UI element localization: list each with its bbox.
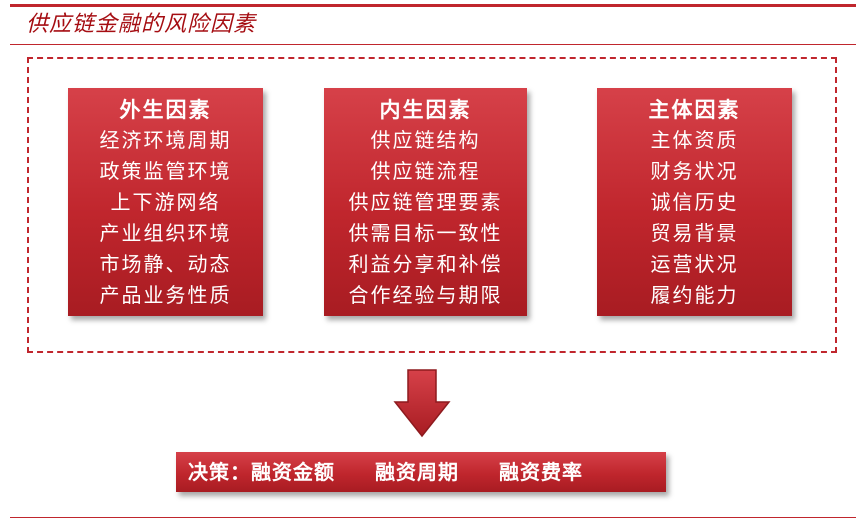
page-title: 供应链金融的风险因素	[26, 12, 257, 37]
box-item: 利益分享和补偿	[348, 252, 503, 276]
box-item: 经济环境周期	[99, 128, 232, 152]
box-item: 供需目标一致性	[348, 221, 503, 245]
subject-factors-box: 主体因素 主体资质 财务状况 诚信历史 贸易背景 运营状况 履约能力	[597, 88, 792, 316]
box-item: 供应链结构	[370, 128, 481, 152]
box-title: 内生因素	[379, 97, 472, 122]
risk-factors-frame	[27, 57, 837, 353]
box-item: 政策监管环境	[99, 159, 232, 183]
box-item: 财务状况	[650, 159, 739, 183]
decision-bar: 决策：融资金额 融资周期 融资费率	[176, 452, 666, 492]
box-item: 运营状况	[650, 252, 739, 276]
box-item: 供应链管理要素	[348, 190, 503, 214]
decision-item: 融资周期	[375, 460, 459, 484]
bottom-divider	[10, 517, 856, 518]
box-item: 诚信历史	[650, 190, 739, 214]
down-arrow-icon	[393, 369, 451, 438]
decision-item: 融资费率	[499, 460, 583, 484]
box-title: 外生因素	[119, 97, 212, 122]
internal-factors-box: 内生因素 供应链结构 供应链流程 供应链管理要素 供需目标一致性 利益分享和补偿…	[324, 88, 527, 316]
top-divider	[10, 4, 856, 7]
box-item: 贸易背景	[650, 221, 739, 245]
box-title: 主体因素	[648, 97, 741, 122]
box-item: 产业组织环境	[99, 221, 232, 245]
decision-label: 决策：	[188, 460, 251, 484]
box-item: 供应链流程	[370, 159, 481, 183]
box-item: 主体资质	[650, 128, 739, 152]
decision-item: 融资金额	[251, 460, 335, 484]
box-item: 合作经验与期限	[348, 283, 503, 307]
external-factors-box: 外生因素 经济环境周期 政策监管环境 上下游网络 产业组织环境 市场静、动态 产…	[68, 88, 263, 316]
box-item: 履约能力	[650, 283, 739, 307]
title-divider	[10, 44, 856, 45]
box-item: 市场静、动态	[99, 252, 232, 276]
box-item: 上下游网络	[110, 190, 221, 214]
box-item: 产品业务性质	[99, 283, 232, 307]
